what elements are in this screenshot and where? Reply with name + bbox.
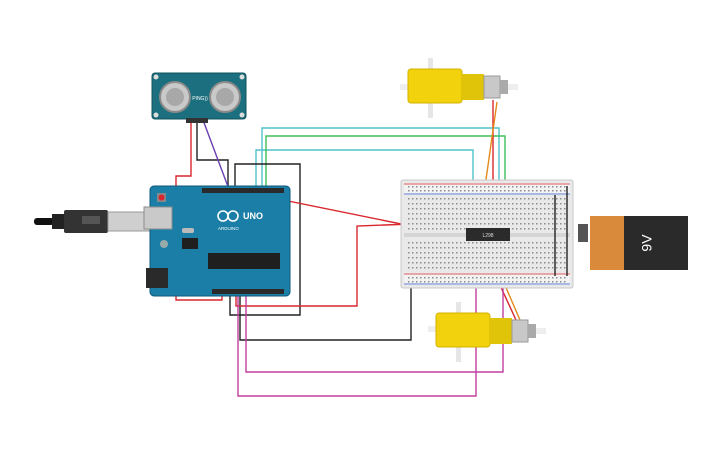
wire-magenta-1[interactable] xyxy=(245,246,504,373)
battery-9v[interactable]: 9V xyxy=(578,216,688,270)
arduino-uno-board[interactable]: UNO ARDUINO xyxy=(143,185,291,297)
wire-black-1[interactable] xyxy=(229,163,301,316)
arduino-brand-label: ARDUINO xyxy=(218,226,239,231)
wire-cyan-1[interactable] xyxy=(261,127,500,222)
dc-motor-bottom[interactable] xyxy=(428,302,546,362)
usb-cable xyxy=(34,210,159,233)
driver-label: L298 xyxy=(482,233,493,239)
reset-button[interactable] xyxy=(158,194,165,201)
l298-driver-chip[interactable]: L298 xyxy=(466,228,510,241)
dc-motor-top[interactable] xyxy=(400,58,518,118)
sensor-label: PING)) xyxy=(192,96,208,102)
wire-black-sensor[interactable] xyxy=(196,120,229,192)
wire-purple[interactable] xyxy=(202,119,231,193)
atmega-chip xyxy=(208,253,280,269)
breadboard-holes xyxy=(408,186,566,283)
ultrasonic-sensor[interactable]: PING)) xyxy=(151,72,247,123)
arduino-logo xyxy=(217,210,239,222)
battery-label: 9V xyxy=(639,234,655,252)
wire-red-power[interactable] xyxy=(235,221,469,307)
arduino-model-label: UNO xyxy=(243,211,263,221)
wire-black-2[interactable] xyxy=(239,278,412,341)
